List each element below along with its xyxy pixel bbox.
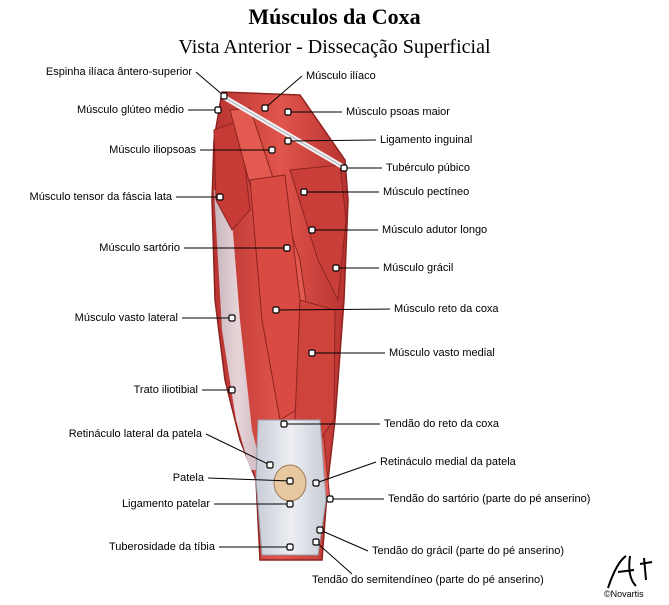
page-title: Músculos da Coxa [248, 4, 421, 29]
pointer-dot-tendao-gracil [316, 526, 324, 534]
leader-line-reto [275, 308, 391, 311]
pointer-dot-lig-inguinal [284, 137, 292, 145]
page-subtitle: Vista Anterior - Dissecação Superficial [178, 36, 491, 58]
pointer-dot-tendao-sartorio [326, 495, 334, 503]
leader-line-retinaculo-lateral [205, 433, 271, 466]
label-tendao-gracil: Tendão do grácil (parte do pé anserino) [372, 545, 565, 557]
leader-line-patela [207, 477, 291, 482]
pointer-dot-retinaculo-lateral [266, 461, 274, 469]
label-pectineo: Músculo pectíneo [383, 186, 470, 198]
leader-line-retinaculo-medial [315, 461, 377, 484]
pointer-dot-reto [272, 306, 280, 314]
iliotibial-tract [214, 190, 262, 470]
pointer-dot-pectineo [300, 188, 308, 196]
label-tendao-reto: Tendão do reto da coxa [384, 418, 499, 430]
label-vasto-medial: Músculo vasto medial [389, 347, 495, 359]
label-lig-inguinal: Ligamento inguinal [380, 134, 473, 146]
label-iliaco: Músculo ilíaco [306, 70, 376, 82]
label-iliopsoas: Músculo iliopsoas [109, 144, 196, 156]
pointer-dot-iliopsoas [268, 146, 276, 154]
pointer-dot-iliaco [261, 104, 269, 112]
credit: ©Novartis [604, 589, 644, 599]
label-patela: Patela [172, 472, 204, 484]
adductor-region [289, 164, 347, 302]
pointer-dot-psoas [284, 108, 292, 116]
label-reto: Músculo reto da coxa [394, 303, 499, 315]
artist-signature [607, 555, 653, 589]
pointer-dot-adutor [308, 226, 316, 234]
pointer-dot-patela [286, 477, 294, 485]
label-vasto-lateral: Músculo vasto lateral [74, 312, 178, 324]
leader-line-tendao-gracil [319, 529, 369, 552]
pointer-dot-tendao-reto [280, 420, 288, 428]
pointer-dot-sartorio [283, 244, 291, 252]
pointer-dot-tensor [216, 193, 224, 201]
label-tensor: Músculo tensor da fáscia lata [29, 191, 172, 203]
label-adutor: Músculo adutor longo [382, 224, 488, 236]
pointer-dot-vasto-lateral [228, 314, 236, 322]
leader-line-tendao-semi [315, 541, 353, 575]
pointer-dot-tuberosidade [286, 543, 294, 551]
leader-line-iliaco [264, 75, 303, 109]
label-tendao-sartorio: Tendão do sartório (parte do pé anserino… [388, 493, 591, 505]
leader-line-lig-inguinal [287, 139, 377, 142]
label-retinaculo-lateral: Retináculo lateral da patela [68, 428, 202, 440]
label-tendao-semi: Tendão do semitendíneo (parte do pé anse… [312, 574, 544, 586]
label-retinaculo-medial: Retináculo medial da patela [380, 456, 516, 468]
label-psoas: Músculo psoas maior [346, 106, 450, 118]
label-espinha: Espinha ilíaca ântero-superior [45, 66, 192, 78]
label-gracil: Músculo grácil [383, 262, 454, 274]
label-tuberosidade: Tuberosidade da tíbia [109, 541, 215, 553]
label-tuberculo: Tubérculo púbico [386, 162, 470, 174]
pointer-dot-tuberculo [340, 164, 348, 172]
leader-line-espinha [195, 71, 225, 97]
label-gluteo: Músculo glúteo médio [76, 104, 184, 116]
label-lig-patelar: Ligamento patelar [121, 498, 210, 510]
pointer-dot-vasto-medial [308, 349, 316, 357]
pointer-dot-lig-patelar [286, 500, 294, 508]
pointer-dot-espinha [220, 92, 228, 100]
label-sartorio: Músculo sartório [99, 242, 180, 254]
pointer-dot-gluteo [214, 106, 222, 114]
pointer-dot-gracil [332, 264, 340, 272]
pointer-dot-trato [228, 386, 236, 394]
pointer-dot-tendao-semi [312, 538, 320, 546]
label-trato: Trato iliotibial [133, 384, 198, 396]
pointer-dot-retinaculo-medial [312, 479, 320, 487]
